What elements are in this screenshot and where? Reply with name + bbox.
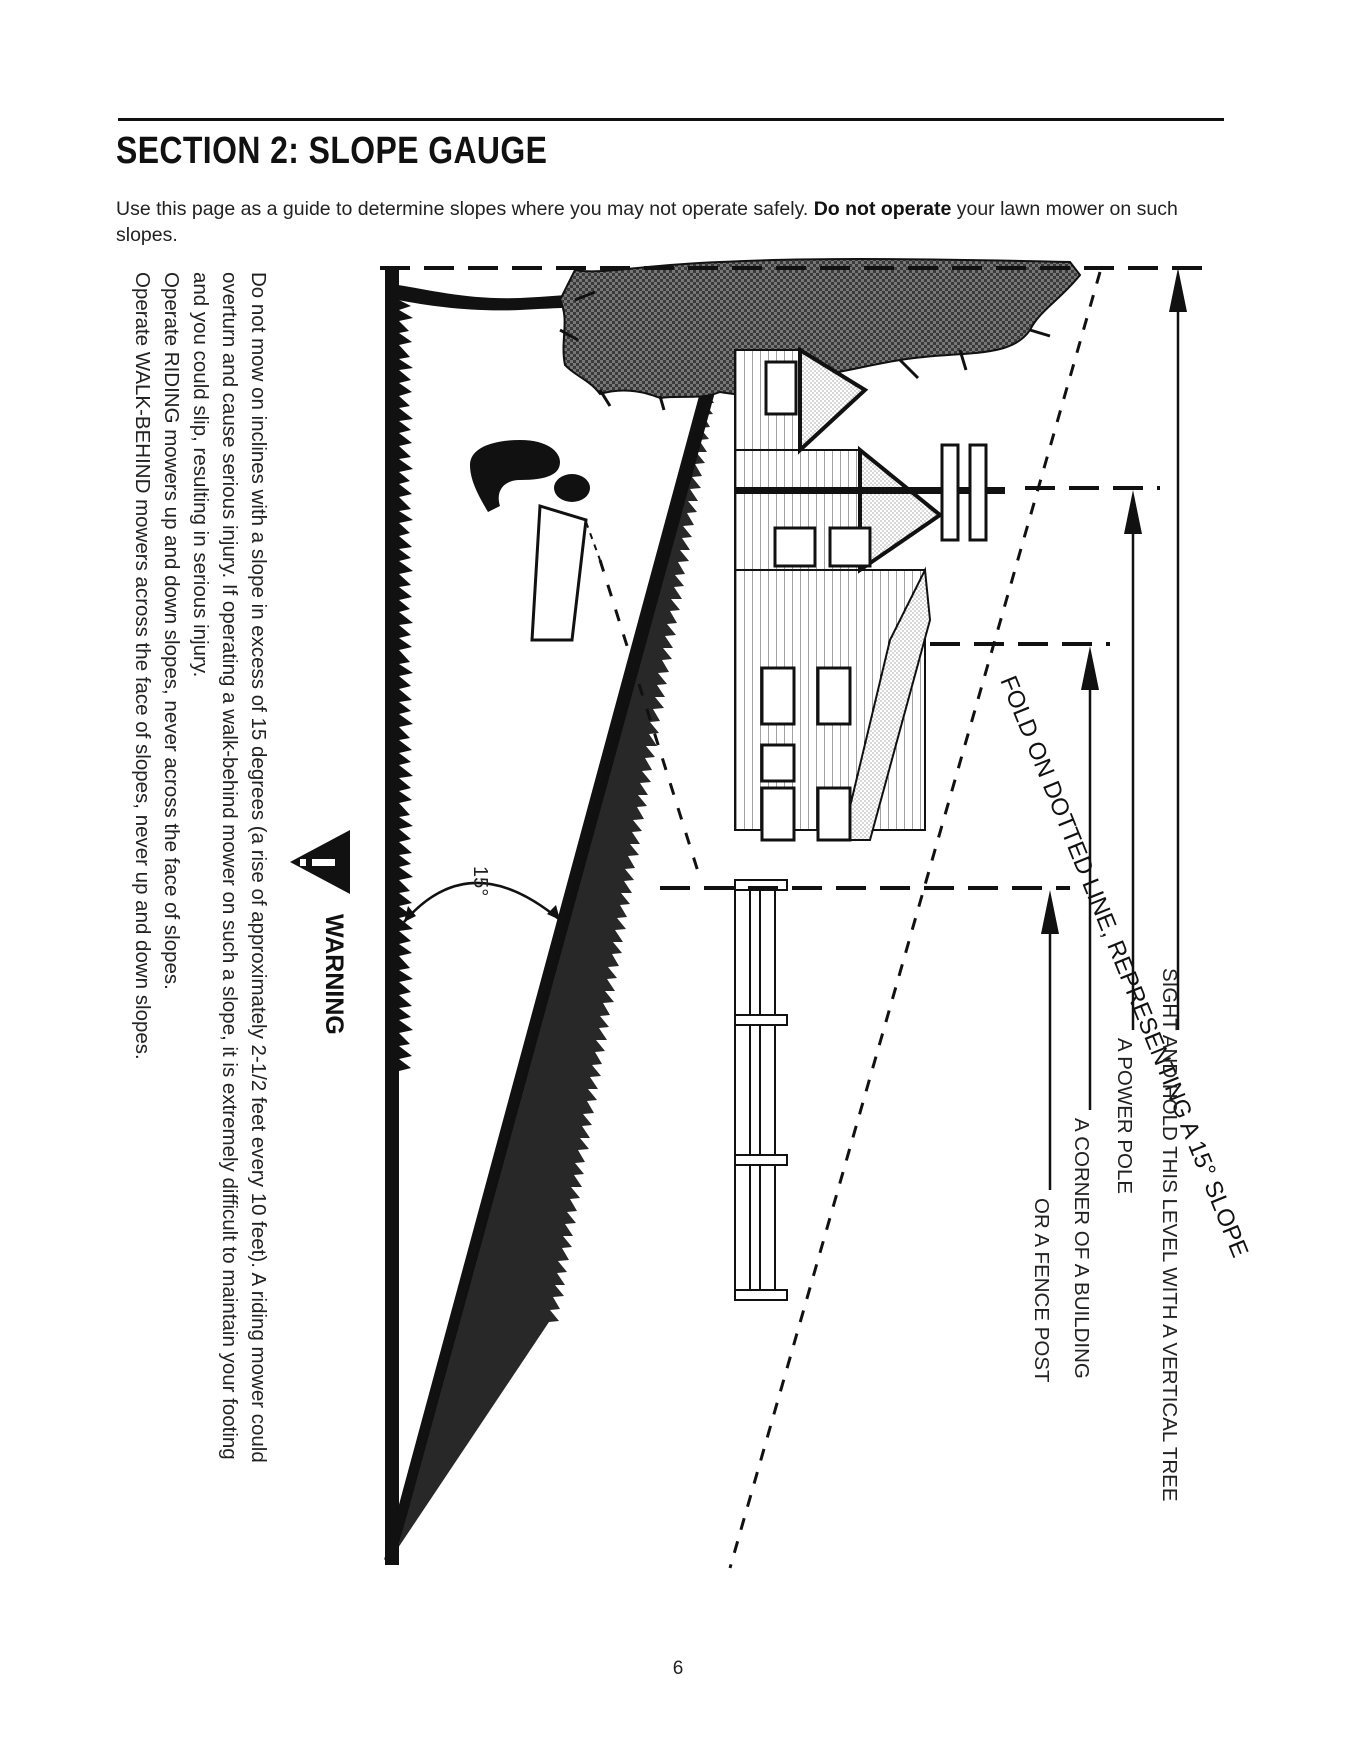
angle-label: 15°: [469, 866, 491, 896]
operator-sight-line: [598, 559, 702, 879]
intro-paragraph: Use this page as a guide to determine sl…: [116, 196, 1228, 248]
height-arrows: [1041, 268, 1187, 1190]
angle-arc: [403, 881, 561, 923]
sight-label-building-corner: A CORNER OF A BUILDING: [1070, 1118, 1093, 1379]
power-pole: [735, 443, 1005, 542]
warning-heading: WARNING: [320, 914, 348, 1035]
house: [734, 346, 944, 842]
header-rule: [118, 118, 1224, 121]
sloped-ground: [384, 348, 726, 1560]
sight-lines: [380, 266, 1210, 890]
intro-text-before: Use this page as a guide to determine sl…: [116, 198, 814, 220]
warning-line: overturn and cause serious injury. If op…: [218, 272, 241, 1460]
fold-line: [728, 271, 1102, 1569]
angle-arc-left-arrowhead: [404, 906, 416, 922]
intro-bold-text: Do not operate: [813, 198, 952, 220]
sight-label-tree: SIGHT AND HOLD THIS LEVEL WITH A VERTICA…: [1158, 968, 1181, 1502]
warning-line: Operate RIDING mowers up and down slopes…: [160, 272, 183, 990]
angle-arc-right-arrowhead: [547, 905, 560, 920]
warning-line: and you could slip, resulting in serious…: [189, 272, 212, 677]
level-ground: [385, 270, 413, 1565]
warning-line: Do not mow on inclines with a slope in e…: [247, 272, 270, 1463]
sight-label-power-pole: A POWER POLE: [1113, 1038, 1136, 1194]
page-number: 6: [672, 1658, 684, 1679]
warning-line: Operate WALK-BEHIND mowers across the fa…: [131, 272, 154, 1060]
mower-operator: [470, 440, 601, 642]
section-title: SECTION 2: SLOPE GAUGE: [116, 130, 548, 172]
tree: [398, 258, 1082, 411]
fence: [734, 879, 788, 1301]
intro-text-after: your lawn mower on such slopes.: [116, 198, 1178, 246]
warning-triangle-icon: [290, 830, 350, 894]
sight-label-fence-post: OR A FENCE POST: [1030, 1198, 1053, 1383]
